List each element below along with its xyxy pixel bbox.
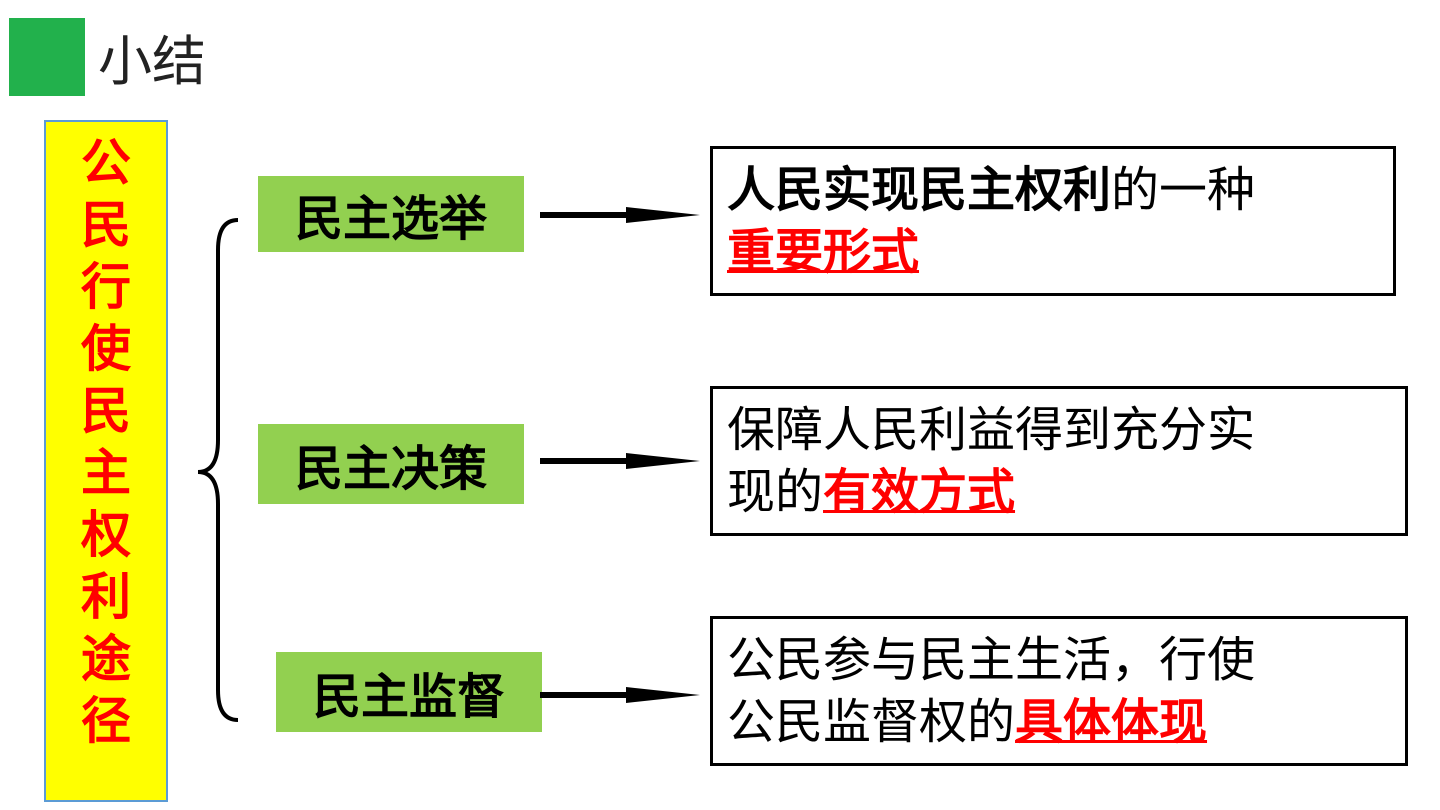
- root-label-box: 公 民 行 使 民 主 权 利 途 径: [44, 120, 168, 802]
- description-bold: 人民实现民主权利: [727, 162, 1112, 218]
- key-phrase: 重要形式: [727, 224, 920, 280]
- description-text: 保障人民利益得到充分实: [727, 402, 1256, 458]
- arrow-3: [540, 687, 700, 703]
- root-label-char: 利: [81, 568, 131, 626]
- branch-tag-election: 民主选举: [258, 176, 524, 252]
- branch-tag-supervision: 民主监督: [276, 652, 542, 732]
- root-label-char: 民: [81, 382, 131, 440]
- root-label-char: 途: [81, 630, 131, 688]
- arrow-2: [540, 453, 700, 469]
- root-label-char: 行: [81, 258, 131, 316]
- arrow-1: [540, 207, 700, 223]
- description-box-supervision: 公民参与民主生活，行使 公民监督权的具体体现: [710, 616, 1408, 766]
- title-marker: [9, 18, 85, 96]
- description-line: 现的有效方式: [727, 461, 1395, 523]
- root-label-char: 径: [81, 692, 131, 750]
- description-line: 人民实现民主权利的一种: [727, 159, 1383, 221]
- key-phrase: 具体体现: [1015, 694, 1208, 750]
- description-line: 保障人民利益得到充分实: [727, 399, 1395, 461]
- description-text: 的一种: [1111, 162, 1256, 218]
- root-label-char: 主: [81, 444, 131, 502]
- description-text: 公民参与民主生活，行使: [727, 632, 1256, 688]
- root-label-char: 权: [81, 506, 131, 564]
- branch-tag-decision: 民主决策: [258, 424, 524, 504]
- key-phrase: 有效方式: [823, 464, 1016, 520]
- description-box-decision: 保障人民利益得到充分实 现的有效方式: [710, 386, 1408, 536]
- description-line: 重要形式: [727, 221, 1383, 283]
- curly-brace: [197, 218, 239, 722]
- page-title: 小结: [98, 30, 206, 93]
- root-label-char: 使: [81, 320, 131, 378]
- root-label-char: 民: [81, 196, 131, 254]
- description-text: 公民监督权的: [727, 694, 1016, 750]
- description-text: 现的: [727, 464, 824, 520]
- description-box-election: 人民实现民主权利的一种 重要形式: [710, 146, 1396, 296]
- root-label-char: 公: [81, 134, 131, 192]
- description-line: 公民监督权的具体体现: [727, 691, 1395, 753]
- description-line: 公民参与民主生活，行使: [727, 629, 1395, 691]
